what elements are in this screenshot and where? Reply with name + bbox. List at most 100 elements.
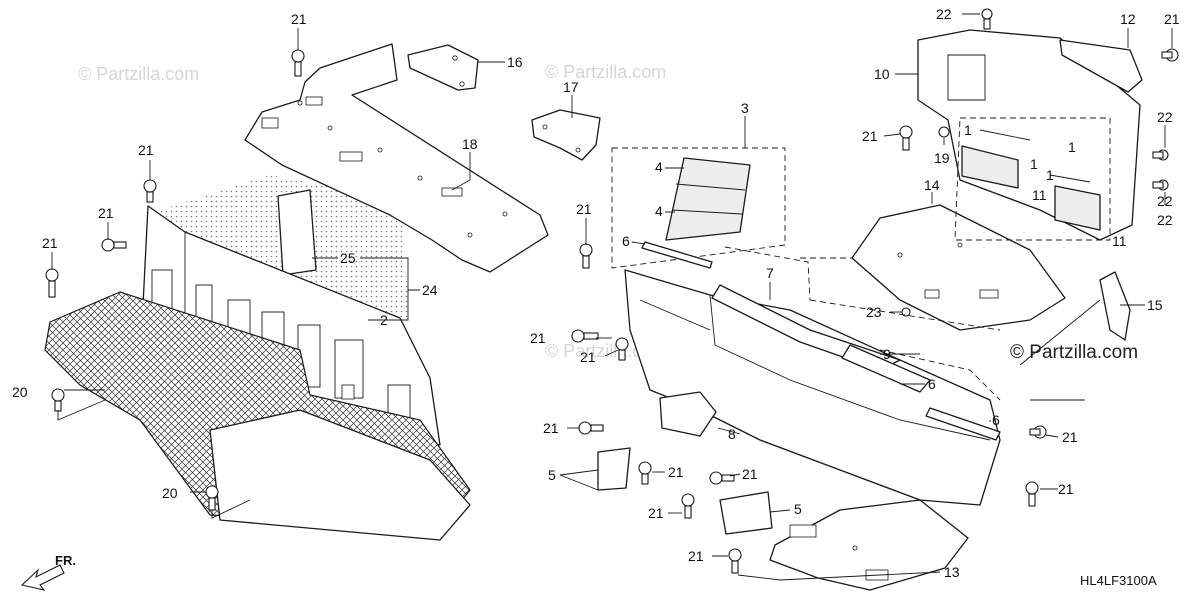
callout-5: 5 xyxy=(548,467,556,483)
callout-14: 14 xyxy=(924,177,940,193)
callout-23: 23 xyxy=(866,304,882,320)
bolt-icon xyxy=(728,548,742,574)
callout-21: 21 xyxy=(42,235,58,251)
callout-20: 20 xyxy=(12,384,28,400)
part-8-pad xyxy=(659,391,717,437)
bolt-icon xyxy=(51,388,65,412)
group-11-box xyxy=(954,117,1111,241)
bolt-icon xyxy=(45,268,59,298)
callout-1: 1 xyxy=(1046,167,1054,183)
callout-labels: 21 16 17 18 21 21 21 25 24 2 20 20 3 4 4… xyxy=(12,6,1180,580)
callout-8: 8 xyxy=(728,426,736,442)
part-5-bracket-right xyxy=(719,491,773,535)
callout-22: 22 xyxy=(1157,193,1173,209)
callout-11: 11 xyxy=(1112,233,1127,249)
watermark-dark: © Partzilla.com xyxy=(1010,342,1138,363)
part-10-housing xyxy=(917,29,1141,241)
callout-21: 21 xyxy=(1062,429,1078,445)
callout-21: 21 xyxy=(543,420,559,436)
bolt-icon xyxy=(571,329,599,343)
grommet-icon xyxy=(938,126,950,138)
bolt-icon xyxy=(1161,48,1179,62)
diagram-code: HL4LF3100A xyxy=(1080,573,1157,588)
callout-6: 6 xyxy=(928,376,936,392)
callout-6: 6 xyxy=(622,233,630,249)
callout-21: 21 xyxy=(648,505,664,521)
part-12-bracket xyxy=(1059,39,1143,93)
front-direction-arrow: FR. xyxy=(20,553,76,591)
watermark-1: © Partzilla.com xyxy=(78,64,199,84)
clip-icon xyxy=(1152,179,1169,191)
group-7-leader xyxy=(724,246,811,301)
callout-9: 9 xyxy=(883,346,891,362)
callout-1: 1 xyxy=(964,122,972,138)
callout-18: 18 xyxy=(462,136,478,152)
callout-20: 20 xyxy=(162,485,178,501)
watermark-2: © Partzilla.com xyxy=(545,62,666,82)
callout-10: 10 xyxy=(874,66,890,82)
callout-6: 6 xyxy=(992,412,1000,428)
bolt-icon xyxy=(205,485,219,511)
bolt-icon xyxy=(1025,481,1039,507)
callout-1: 1 xyxy=(1030,156,1038,172)
callout-21: 21 xyxy=(1164,11,1180,27)
callout-24: 24 xyxy=(422,282,438,298)
callout-22: 22 xyxy=(936,6,952,22)
clip-icon xyxy=(981,8,993,30)
callout-1: 1 xyxy=(1068,139,1076,155)
bolt-icon xyxy=(899,125,913,151)
bolt-icon xyxy=(579,243,593,269)
bolt-group xyxy=(45,8,1179,574)
bolt-icon xyxy=(709,471,735,485)
group-9-leader xyxy=(879,349,1001,401)
callout-21: 21 xyxy=(530,330,546,346)
callout-3: 3 xyxy=(741,100,749,116)
bolt-icon xyxy=(291,49,305,77)
callout-21: 21 xyxy=(98,205,114,221)
callout-21: 21 xyxy=(138,142,154,158)
callout-21: 21 xyxy=(1058,481,1074,497)
callout-16: 16 xyxy=(507,54,523,70)
callout-5: 5 xyxy=(794,501,802,517)
bolt-icon xyxy=(681,493,695,519)
bolt-icon xyxy=(1029,425,1047,439)
group-14-leader xyxy=(800,257,1001,331)
part-5-bracket-left xyxy=(597,447,631,491)
leader-lines xyxy=(51,13,1173,581)
callout-7: 7 xyxy=(766,265,774,281)
bolt-icon xyxy=(101,238,127,252)
part-6-strip xyxy=(641,241,713,269)
callout-21: 21 xyxy=(580,349,596,365)
callout-2: 2 xyxy=(380,312,388,328)
bolt-icon xyxy=(578,421,604,435)
floor-mesh-mat xyxy=(44,291,471,541)
callout-21: 21 xyxy=(668,464,684,480)
callout-22: 22 xyxy=(1157,109,1173,125)
callout-21: 21 xyxy=(576,201,592,217)
direction-label: FR. xyxy=(55,553,76,568)
callout-15: 15 xyxy=(1147,297,1163,313)
callout-21: 21 xyxy=(742,466,758,482)
clip-icon xyxy=(1152,149,1169,161)
callout-13: 13 xyxy=(944,564,960,580)
part-14-floor-plate xyxy=(851,204,1066,331)
part-17-bracket xyxy=(531,109,601,161)
bolt-icon xyxy=(638,461,652,485)
callout-17: 17 xyxy=(563,79,579,95)
callout-4: 4 xyxy=(655,203,663,219)
bolt-icon xyxy=(143,179,157,203)
callout-21: 21 xyxy=(291,11,307,27)
center-housing xyxy=(624,269,1001,506)
part-25-pad xyxy=(277,189,317,276)
group-3-box xyxy=(611,147,786,269)
callout-21: 21 xyxy=(688,548,704,564)
callout-11: 11 xyxy=(1032,187,1047,203)
callout-22: 22 xyxy=(1157,212,1173,228)
part-15-bracket xyxy=(1099,271,1131,341)
bolt-icon xyxy=(615,337,629,361)
part-4-panels xyxy=(665,157,751,241)
callout-12: 12 xyxy=(1120,11,1136,27)
callout-21: 21 xyxy=(862,128,878,144)
callout-4: 4 xyxy=(655,159,663,175)
